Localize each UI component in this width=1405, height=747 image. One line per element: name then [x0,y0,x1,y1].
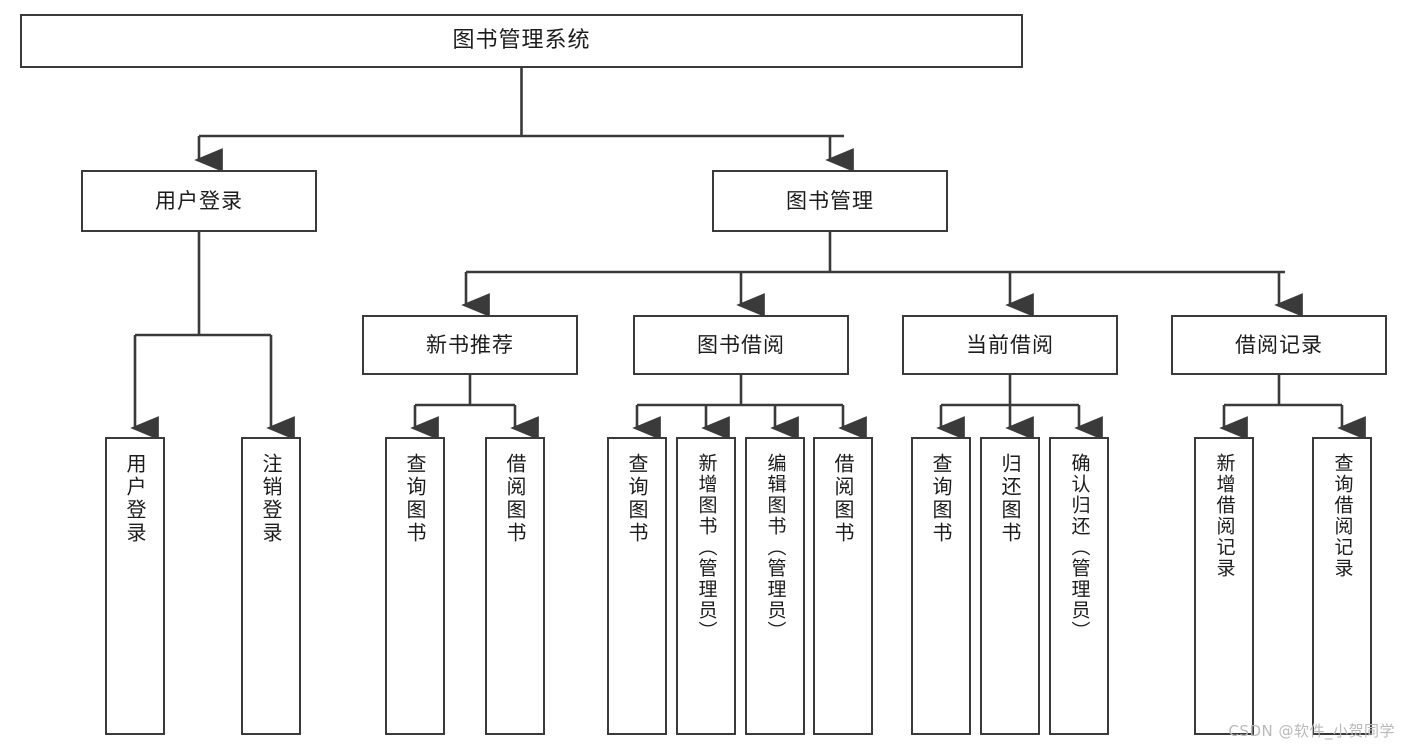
node-label: 注销登录 [259,453,283,545]
node-label: 借阅图书 [831,453,855,545]
node-leaf-query-borrow-record[interactable]: 查询借阅记录 [1312,437,1372,735]
node-label: 借阅记录 [1235,332,1323,357]
node-label: 编辑图书（管理员） [764,453,787,642]
node-label: 查询图书 [403,453,427,545]
node-label: 图书借阅 [697,332,785,357]
node-book-management[interactable]: 图书管理 [712,170,948,232]
node-leaf-edit-book-admin[interactable]: 编辑图书（管理员） [745,437,805,735]
node-leaf-query-book-borrow[interactable]: 查询图书 [607,437,667,735]
node-label: 查询借阅记录 [1331,453,1354,579]
node-label: 归还图书 [998,453,1022,545]
node-label: 用户登录 [123,453,147,545]
node-label: 图书管理 [786,188,874,213]
node-leaf-add-book-admin[interactable]: 新增图书（管理员） [676,437,736,735]
node-current-borrow[interactable]: 当前借阅 [902,315,1118,375]
node-root-book-management-system[interactable]: 图书管理系统 [20,14,1023,68]
node-leaf-return-book[interactable]: 归还图书 [980,437,1040,735]
node-user-login[interactable]: 用户登录 [81,170,317,232]
node-label: 图书管理系统 [452,28,591,54]
node-label: 查询图书 [929,453,953,545]
node-label: 借阅图书 [503,453,527,545]
watermark: CSDN @软件_小贺同学 [1228,722,1395,740]
node-label: 用户登录 [155,188,243,213]
node-borrow-record[interactable]: 借阅记录 [1171,315,1387,375]
node-label: 确认归还（管理员） [1068,453,1091,642]
node-leaf-query-book-recommend[interactable]: 查询图书 [385,437,445,735]
node-leaf-logout[interactable]: 注销登录 [241,437,301,735]
node-label: 新增图书（管理员） [695,453,718,642]
node-label: 当前借阅 [966,332,1054,357]
node-leaf-confirm-return-admin[interactable]: 确认归还（管理员） [1049,437,1109,735]
node-leaf-add-borrow-record[interactable]: 新增借阅记录 [1194,437,1254,735]
node-label: 查询图书 [625,453,649,545]
node-new-book-recommend[interactable]: 新书推荐 [362,315,578,375]
node-leaf-borrow-book[interactable]: 借阅图书 [813,437,873,735]
node-label: 新增借阅记录 [1213,453,1236,579]
node-leaf-query-book-current[interactable]: 查询图书 [911,437,971,735]
node-book-borrow[interactable]: 图书借阅 [633,315,849,375]
node-leaf-borrow-book-recommend[interactable]: 借阅图书 [485,437,545,735]
node-label: 新书推荐 [426,332,514,357]
node-leaf-user-login[interactable]: 用户登录 [105,437,165,735]
